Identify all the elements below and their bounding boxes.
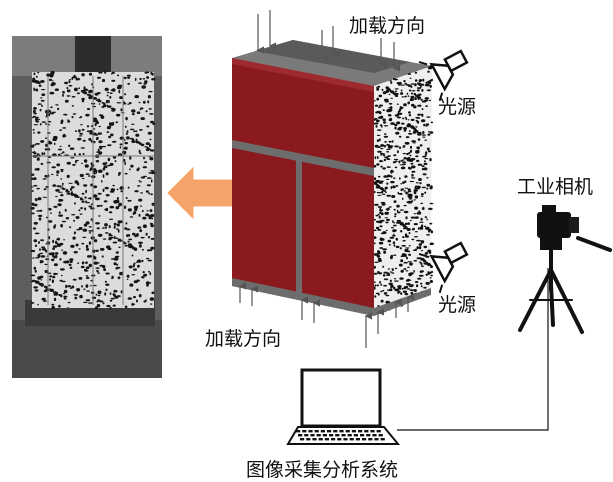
- tripod-icon: [518, 238, 584, 334]
- light-source-icon: [418, 49, 469, 102]
- wall-specimen: [232, 40, 434, 316]
- load-direction-top-label: 加载方向: [349, 15, 426, 37]
- light-source-top-label: 光源: [438, 96, 477, 118]
- light-source-bottom-label: 光源: [438, 294, 477, 316]
- system-label: 图像采集分析系统: [246, 459, 399, 481]
- top-load-arrows: [256, 10, 400, 72]
- cable: [397, 268, 549, 431]
- camera-icon: [537, 205, 612, 252]
- load-direction-bottom-label: 加载方向: [205, 328, 282, 350]
- arrow-icon: [167, 166, 234, 220]
- bottom-load-arrows: [238, 282, 414, 348]
- light-source-icon: [418, 241, 469, 294]
- laptop-icon: [286, 368, 401, 445]
- camera-label: 工业相机: [517, 176, 594, 198]
- specimen-photo: [12, 36, 162, 378]
